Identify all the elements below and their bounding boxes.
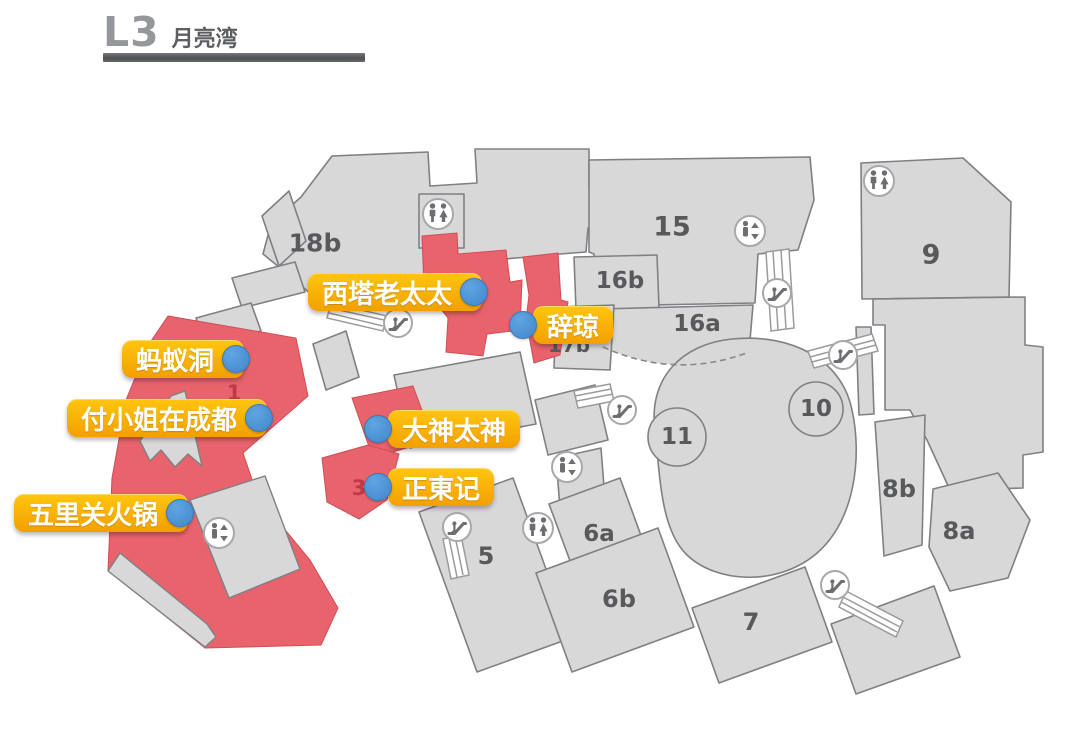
unit-11-shape[interactable] [647,407,707,467]
title-underline-bar [103,53,365,62]
location-dot-icon [364,473,392,501]
escalator-icon [606,394,638,426]
store-name: 蚂蚁洞 [136,346,215,377]
escalator-icon [382,307,414,339]
dashed-boundary [602,346,750,366]
unit-label-8a: 8a [943,517,976,545]
store-label-dashentaishen[interactable]: 大神太神 [364,410,521,448]
unit-label-5: 5 [478,542,495,570]
store-name: 正東记 [402,474,481,505]
escalator-ramp [573,383,615,409]
unit-label-18b: 18b [289,229,342,258]
location-dot-icon [364,415,392,443]
escalator-ramp [838,589,904,639]
location-dot-icon [509,311,537,339]
store-name: 付小姐在成都 [81,405,238,436]
location-dot-icon [460,278,489,306]
unit-label-16a: 16a [673,311,721,337]
escalator-icon [819,569,851,601]
unit-label-16b: 16b [596,268,644,294]
area-name: 月亮湾 [171,27,238,52]
store-label-wuliguanhuoguo[interactable]: 五里关火锅 [14,494,195,532]
elevator-icon [551,451,583,483]
elevator-icon [203,517,235,549]
escalator-ramp [442,534,470,580]
service-cell-shape [261,190,307,267]
unit-label-6b: 6b [602,585,636,613]
store-name: 五里关火锅 [28,500,159,531]
escalator-icon [441,511,473,543]
unit-label-6a: 6a [583,521,615,547]
unit-label-9: 9 [922,240,941,271]
location-dot-icon [245,404,274,432]
unit-8b-shape[interactable] [874,414,926,557]
unit-label-10: 10 [800,396,832,422]
store-label-zhengdongji[interactable]: 正東记 [364,468,495,506]
store-label-xitalaotaitai[interactable]: 西塔老太太 [308,273,489,311]
store-name: 西塔老太太 [322,279,453,310]
unit-9-shape[interactable] [860,157,1012,300]
corridor-shop-shape [231,261,306,309]
floor-label: L3 [103,8,160,56]
page-title: L3 月亮湾 [103,8,238,56]
unit-10-shape[interactable] [788,381,844,437]
edge-band-shape [107,552,217,648]
unit-label-15: 15 [653,212,691,243]
corridor-shop-shape [312,330,360,391]
escalator-icon [761,277,793,309]
store-name: 辞琼 [547,312,600,343]
unit-label-8b: 8b [882,475,916,503]
escalator-icon [827,339,859,371]
unit-label-3: 3 [352,476,367,500]
store-name: 大神太神 [402,416,507,447]
unit-7-shape[interactable] [691,566,833,684]
location-dot-icon [166,499,195,527]
unit-label-11: 11 [661,424,693,450]
restroom-icon [863,165,895,197]
store-label-ciqiong[interactable]: 辞琼 [509,306,614,344]
restroom-icon [422,198,454,230]
store-label-mayidong[interactable]: 蚂蚁洞 [122,340,251,378]
elevator-lobby-shape [189,475,301,599]
elevator-icon [734,215,766,247]
restroom-icon [522,512,554,544]
unit-6b-shape[interactable] [535,527,695,673]
unit-label-7: 7 [743,608,760,636]
unit-8a-shape[interactable] [928,472,1031,592]
store-label-fuxiaojie[interactable]: 付小姐在成都 [67,399,274,437]
location-dot-icon [222,345,251,373]
